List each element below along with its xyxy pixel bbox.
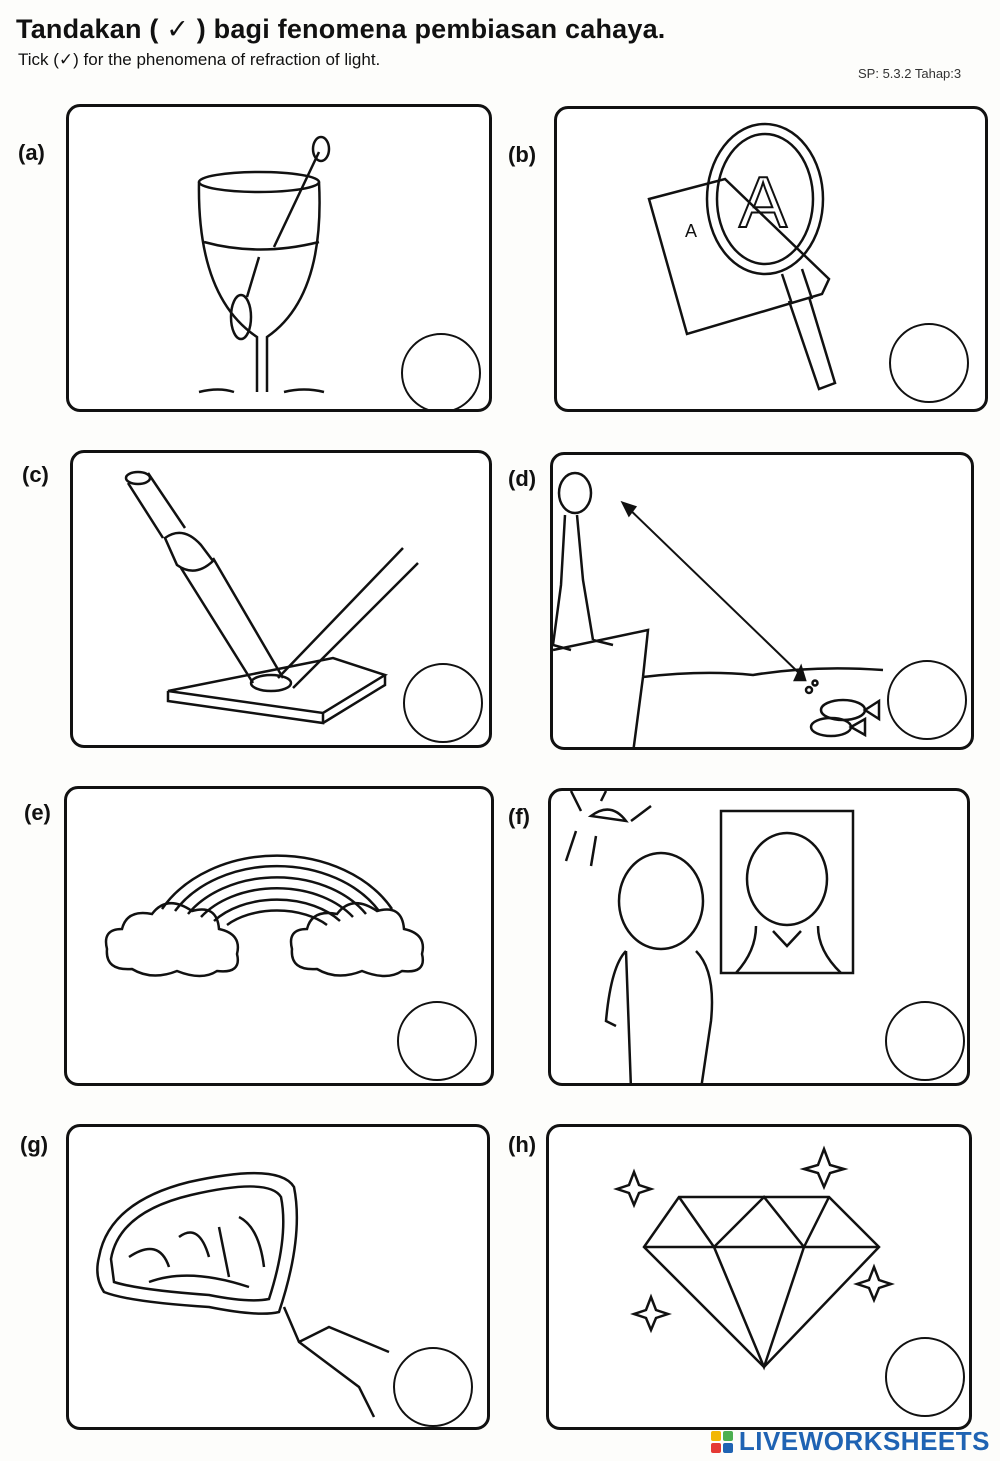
item-label-g: (g)	[20, 1132, 49, 1157]
tick-circle-d[interactable]	[887, 660, 967, 740]
item-panel-c	[70, 450, 492, 748]
tick-circle-b[interactable]	[889, 323, 969, 403]
item-label-d: (d)	[508, 466, 537, 491]
tick-circle-a[interactable]	[401, 333, 481, 409]
logo-square-1	[710, 1430, 721, 1441]
logo-square-4	[722, 1442, 733, 1453]
boy-at-mirror-icon	[564, 791, 855, 1083]
item-panel-f	[548, 788, 970, 1086]
torch-light-on-glass-block-icon	[124, 470, 419, 725]
item-label-f: (f)	[508, 804, 530, 829]
item-label-h: (h)	[508, 1132, 537, 1157]
svg-text:A: A	[739, 163, 787, 243]
tick-circle-g[interactable]	[393, 1347, 473, 1427]
car-side-mirror-icon	[96, 1171, 390, 1418]
rainbow-icon	[104, 854, 425, 978]
logo-square-2	[722, 1430, 733, 1441]
item-panel-h	[546, 1124, 972, 1430]
svg-text:A: A	[685, 221, 697, 241]
tick-circle-c[interactable]	[403, 663, 483, 743]
tick-circle-h[interactable]	[885, 1337, 965, 1417]
item-panel-d	[550, 452, 974, 750]
item-label-a: (a)	[18, 140, 45, 165]
tick-circle-f[interactable]	[885, 1001, 965, 1081]
logo-square-3	[710, 1442, 721, 1453]
item-label-c: (c)	[22, 462, 49, 487]
tick-circle-e[interactable]	[397, 1001, 477, 1081]
liveworksheets-logo-icon	[710, 1430, 733, 1453]
boy-looking-at-fish-icon	[553, 471, 884, 747]
page-subtitle: Tick (✓) for the phenomena of refraction…	[18, 50, 381, 69]
item-panel-g	[66, 1124, 490, 1430]
page-title: Tandakan ( ✓ ) bagi fenomena pembiasan c…	[16, 14, 666, 44]
item-label-e: (e)	[24, 800, 51, 825]
item-panel-b: A A	[554, 106, 988, 412]
sparkling-diamond-icon	[613, 1145, 895, 1371]
item-panel-e	[64, 786, 494, 1086]
spoon-in-water-glass-icon	[197, 135, 331, 394]
item-label-b: (b)	[508, 142, 537, 167]
magnifying-glass-icon: A A	[647, 122, 837, 391]
standard-level: SP: 5.3.2 Tahap:3	[858, 66, 962, 81]
liveworksheets-brand: LIVEWORKSHEETS	[738, 1426, 990, 1456]
item-panel-a	[66, 104, 492, 412]
liveworksheets-logo: LIVEWORKSHEETS	[710, 1426, 990, 1457]
